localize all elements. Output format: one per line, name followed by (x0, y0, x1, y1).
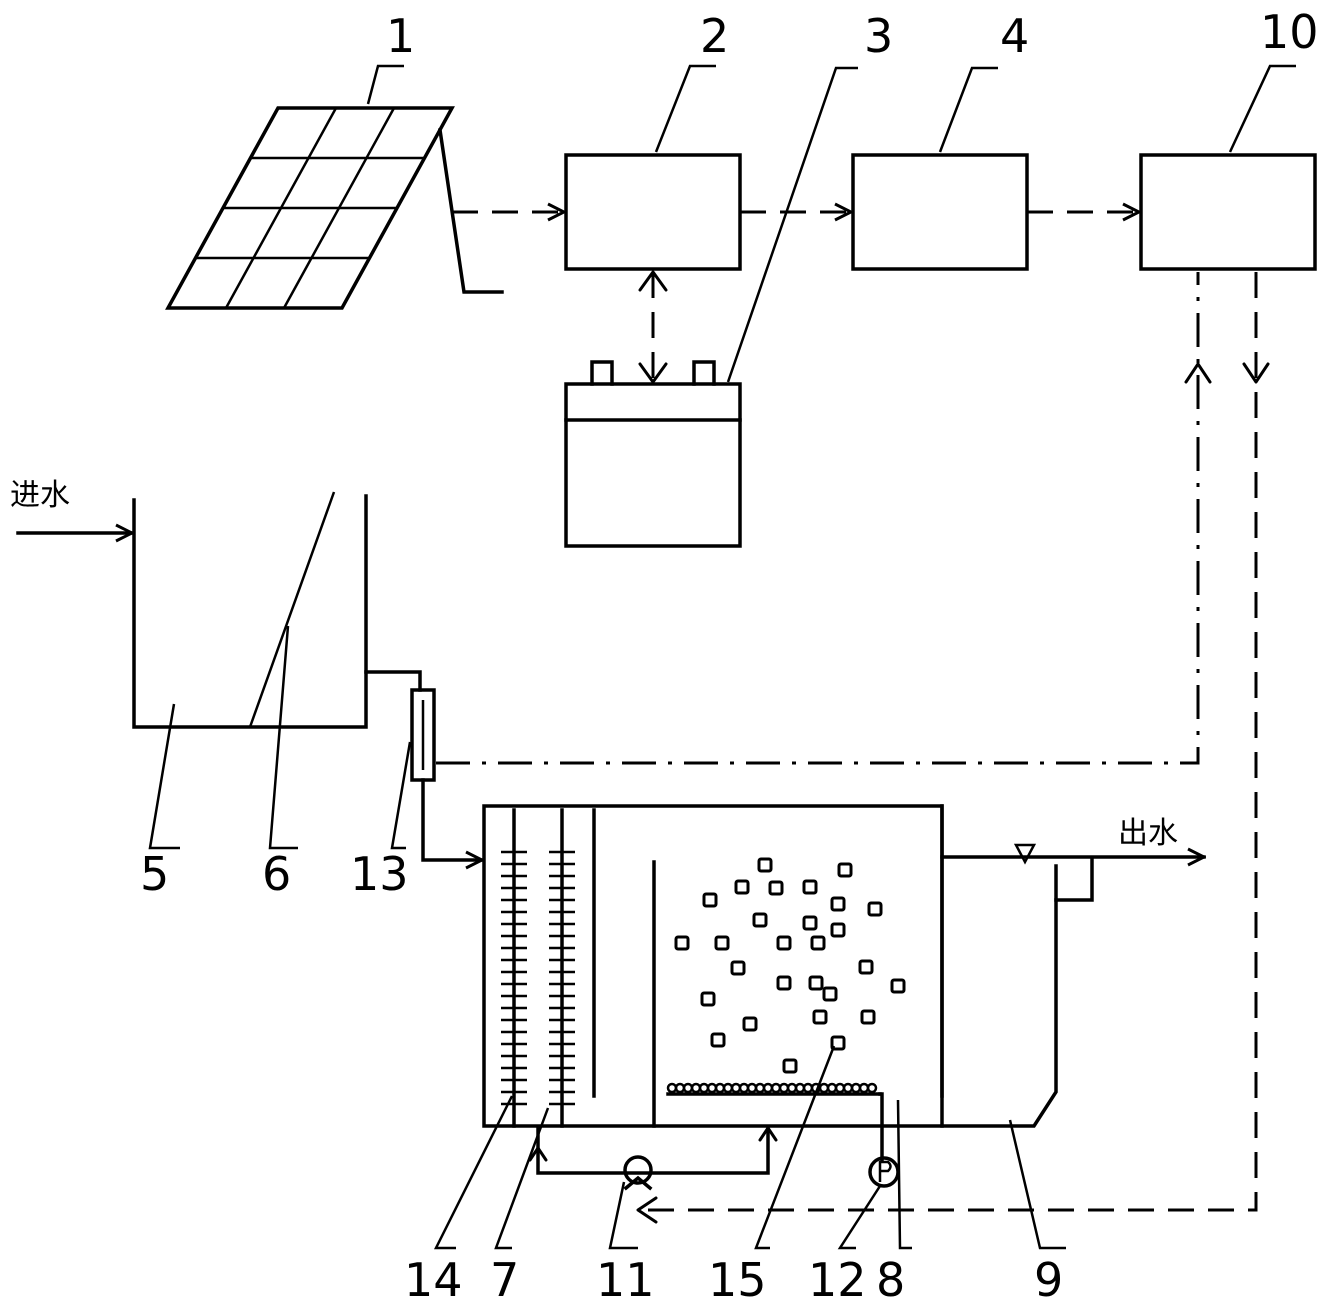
label-15: 15 (708, 1253, 767, 1307)
carrier-bead (776, 935, 792, 951)
carrier-bead (867, 901, 883, 917)
flowmeter-signal-line (436, 272, 1200, 765)
label-5: 5 (140, 847, 169, 901)
reactor (482, 804, 1094, 1128)
label-8: 8 (876, 1253, 905, 1307)
carrier-bead (802, 915, 818, 931)
carrier-bead (822, 986, 838, 1002)
flowmeter-to-reactor-pipe (421, 778, 482, 860)
control-box (1139, 153, 1317, 271)
label-7: 7 (490, 1253, 519, 1307)
carrier-beads (674, 857, 906, 1074)
air-supply-pipe (878, 1092, 884, 1162)
leader-lines (148, 64, 1296, 1250)
tank-outlet-pipe (364, 670, 422, 692)
carrier-bead (812, 1009, 828, 1025)
battery (564, 360, 742, 548)
carrier-bead (858, 959, 874, 975)
circulation-pump (623, 1155, 653, 1191)
carrier-bead (757, 857, 773, 873)
raw-water-tank (16, 494, 368, 729)
water-level-icon (1013, 843, 1037, 865)
carrier-bead (830, 1035, 846, 1051)
carrier-bead (802, 879, 818, 895)
circulation-pipe (536, 1126, 770, 1175)
carrier-bead (674, 935, 690, 951)
carrier-bead (730, 960, 746, 976)
label-10: 10 (1260, 5, 1319, 59)
carrier-bead (860, 1009, 876, 1025)
settling-plate (248, 491, 336, 728)
carrier-bead (830, 896, 846, 912)
aerator (666, 1082, 882, 1096)
label-9: 9 (1034, 1253, 1063, 1307)
flowmeter (410, 688, 436, 782)
carrier-bead (830, 922, 846, 938)
carrier-bead (734, 879, 750, 895)
water-out-label: 出水 (1118, 816, 1178, 851)
electrode-plates (501, 808, 575, 1128)
label-2: 2 (700, 9, 729, 63)
carrier-bead (810, 935, 826, 951)
carrier-bead (752, 912, 768, 928)
water-in-label: 进水 (10, 478, 70, 513)
carrier-bead (837, 862, 853, 878)
carrier-bead (768, 880, 784, 896)
label-11: 11 (596, 1253, 655, 1307)
air-pump (868, 1156, 900, 1188)
carrier-bead (776, 975, 792, 991)
solar-panel (165, 106, 504, 310)
carrier-bead (702, 892, 718, 908)
carrier-bead (700, 991, 716, 1007)
carrier-bead (742, 1016, 758, 1032)
carrier-bead (710, 1032, 726, 1048)
control-to-pump-line (640, 272, 1258, 1212)
controller-box (564, 153, 742, 271)
label-12: 12 (808, 1253, 867, 1307)
controller-battery-link (638, 270, 668, 384)
carrier-bead (782, 1058, 798, 1074)
label-14: 14 (404, 1253, 463, 1307)
inverter-box (851, 153, 1029, 271)
carrier-bead (714, 935, 730, 951)
label-6: 6 (262, 847, 291, 901)
label-3: 3 (864, 9, 893, 63)
carrier-bead (808, 975, 824, 991)
label-1: 1 (386, 9, 415, 63)
label-13: 13 (350, 847, 409, 901)
carrier-bead (890, 978, 906, 994)
label-4: 4 (1000, 9, 1029, 63)
